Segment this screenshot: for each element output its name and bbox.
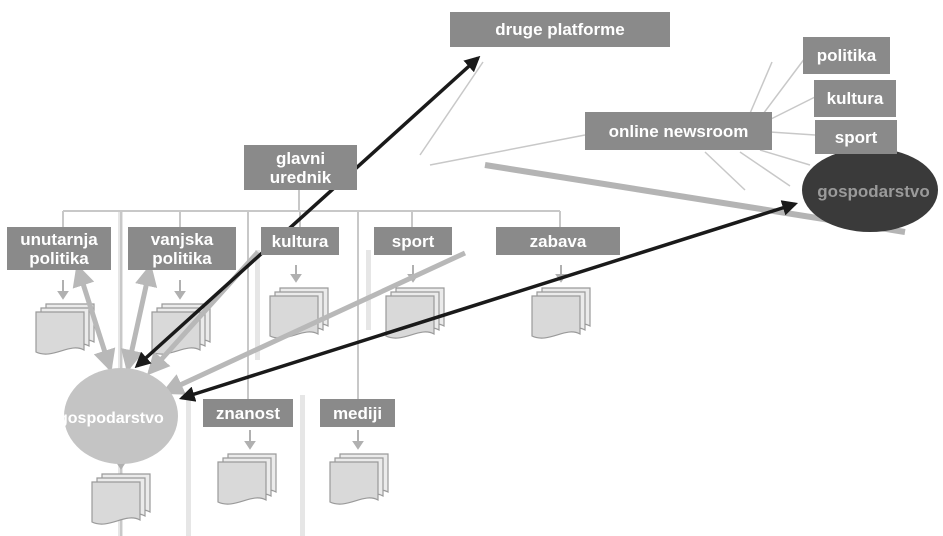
document-stack-icon xyxy=(35,303,95,355)
node-unutarnja-politika: unutarnja politika xyxy=(7,227,111,270)
dark-arrows xyxy=(134,55,799,402)
node-zabava: zabava xyxy=(496,227,620,255)
node-vanjska-politika: vanjska politika xyxy=(128,227,236,270)
document-stack-icon xyxy=(217,453,277,505)
node-online-sport: sport xyxy=(815,120,897,154)
document-stack-icon xyxy=(531,287,591,339)
node-kultura: kultura xyxy=(261,227,339,255)
node-mediji: mediji xyxy=(320,399,395,427)
node-znanost: znanost xyxy=(203,399,293,427)
node-sport: sport xyxy=(374,227,452,255)
node-gospodarstvo: gospodarstvo xyxy=(58,410,164,427)
gospodarstvo-ellipse xyxy=(64,368,178,464)
node-online-newsroom: online newsroom xyxy=(585,112,772,150)
document-stack-icon xyxy=(329,453,389,505)
node-druge-platforme: druge platforme xyxy=(450,12,670,47)
node-online-politika: politika xyxy=(803,37,890,74)
document-stack-icon xyxy=(91,473,151,525)
node-online-gospodarstvo: gospodarstvo xyxy=(817,181,930,201)
node-online-kultura: kultura xyxy=(814,80,896,117)
node-glavni-urednik: glavni urednik xyxy=(244,145,357,190)
online-gospodarstvo-ellipse xyxy=(802,148,938,232)
